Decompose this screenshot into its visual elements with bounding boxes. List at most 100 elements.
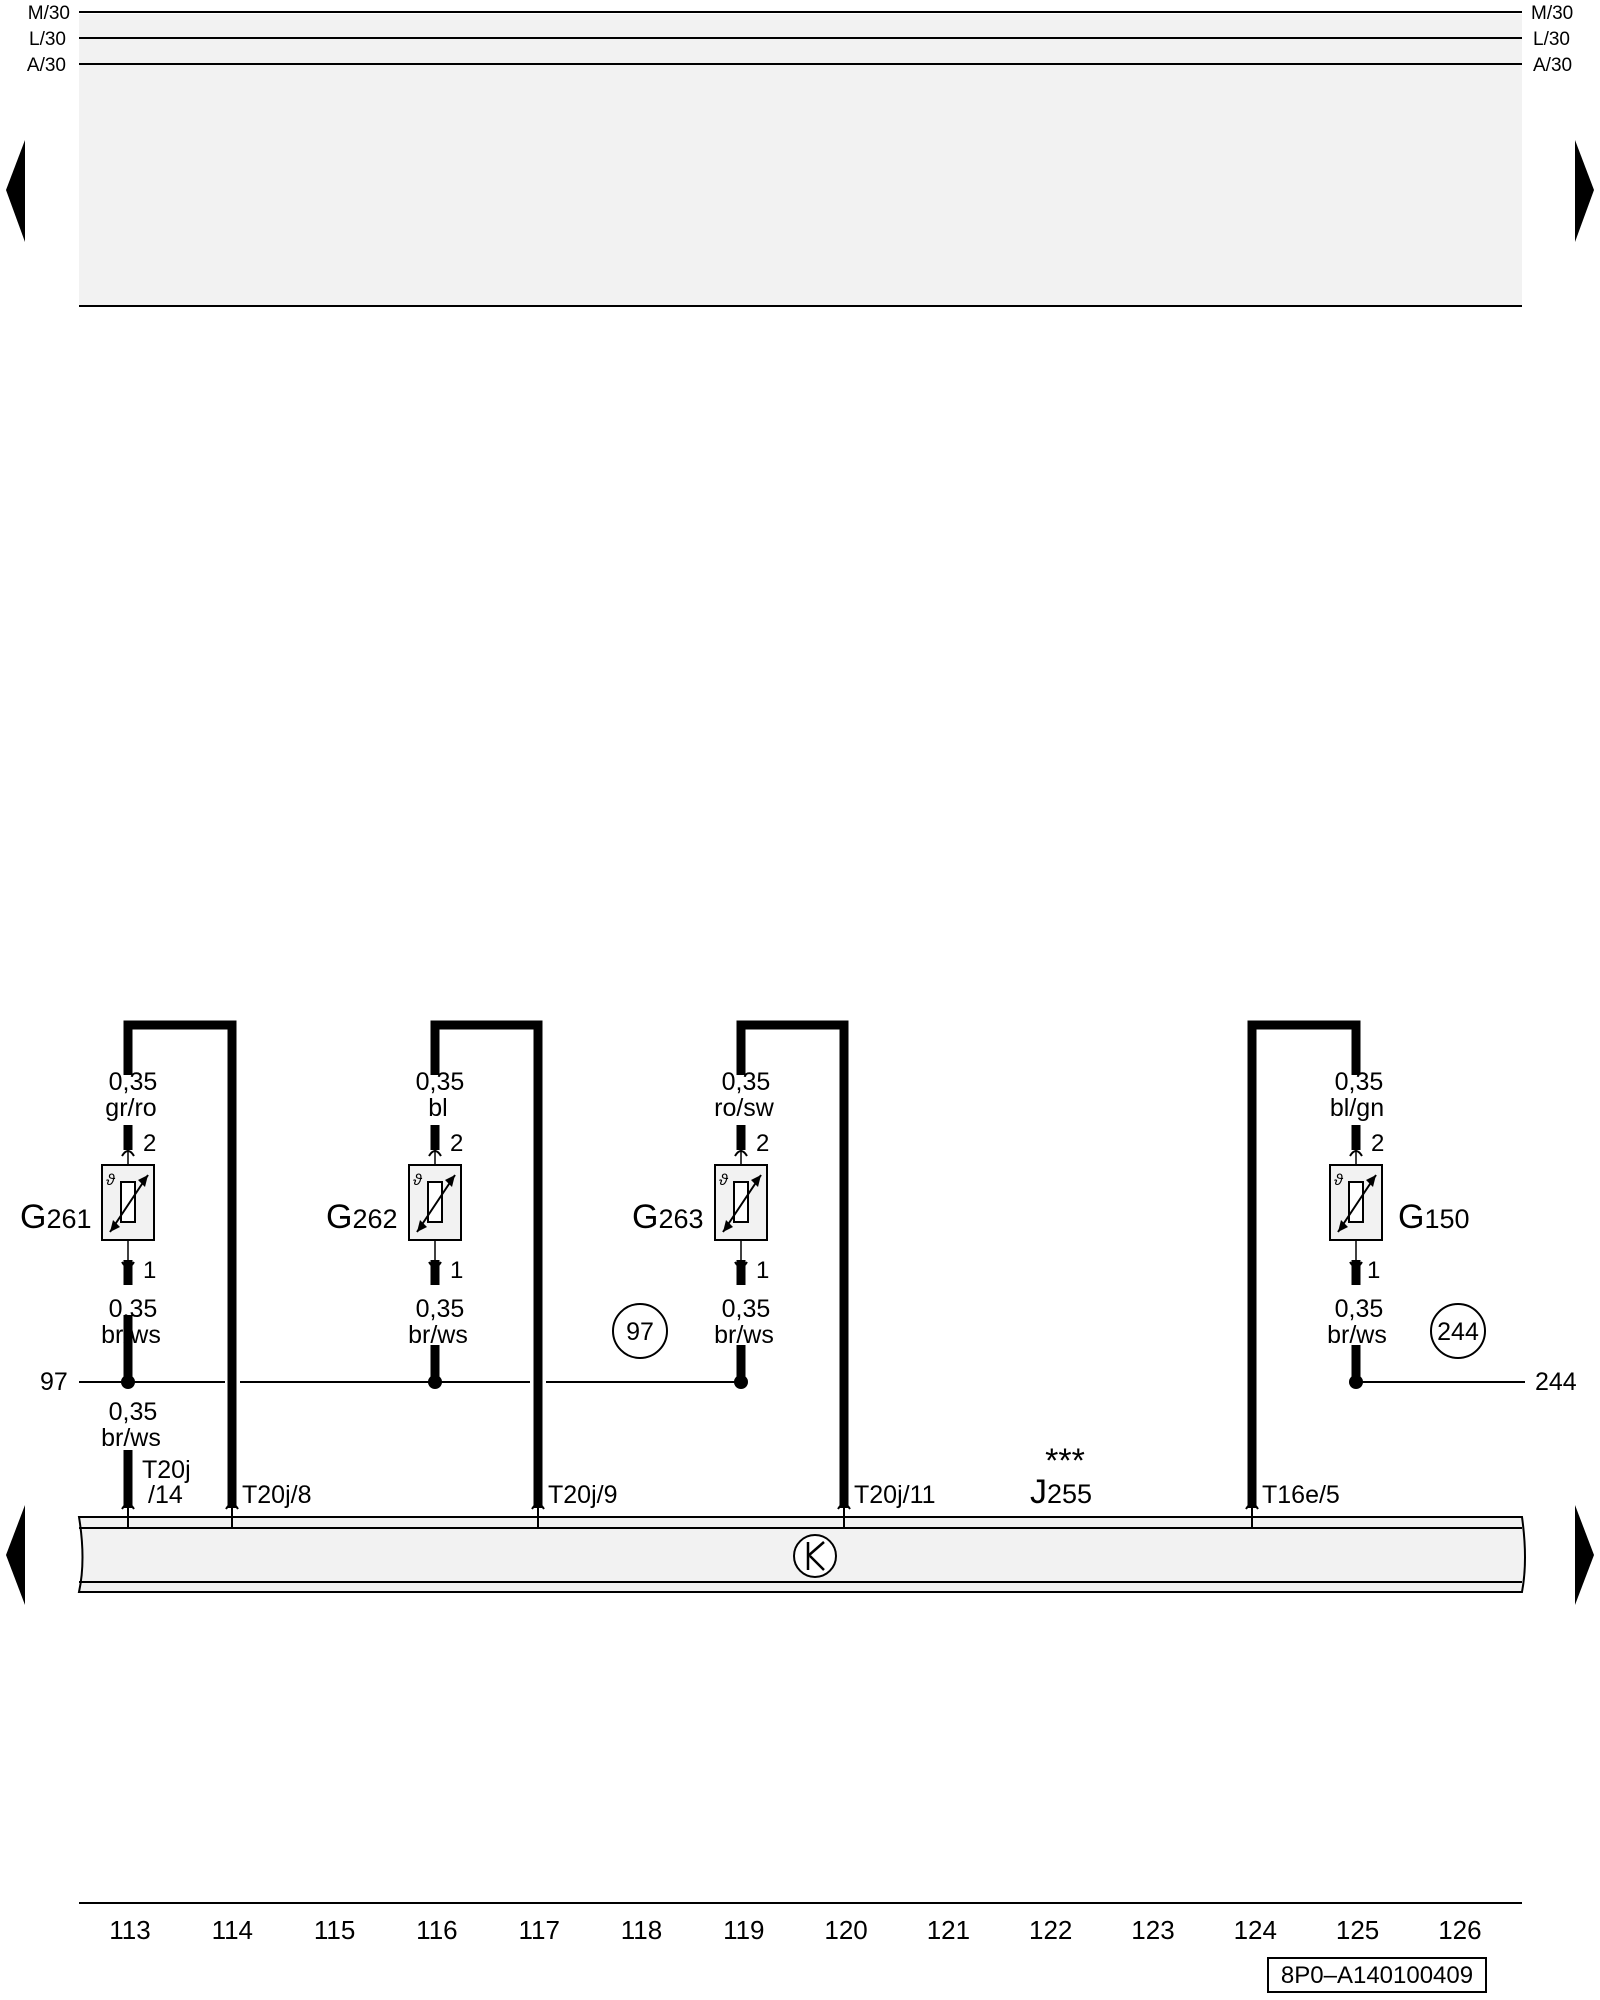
rail-panel [79, 14, 1522, 306]
g261-pin-bottom: 1 [143, 1257, 156, 1284]
arrow-head [138, 1175, 148, 1187]
rail-label-right-3: A/30 [1533, 55, 1572, 76]
junction-dot [1349, 1375, 1363, 1389]
g262-wire-bottom-size: 0,35 [416, 1295, 465, 1323]
temperature-icon: ϑ [1334, 1172, 1344, 1189]
junction-dot [428, 1375, 442, 1389]
prev-page-arrow-bottom-icon[interactable] [6, 1505, 25, 1605]
g150-label-number: 150 [1424, 1204, 1469, 1234]
resistor-icon [1348, 1181, 1364, 1223]
j255-label-number: 255 [1047, 1479, 1092, 1509]
sensor-g150-symbol[interactable]: ϑ [1329, 1150, 1383, 1260]
track-number: 121 [927, 1915, 970, 1945]
g263-wire-bottom-size: 0,35 [722, 1295, 771, 1323]
g261-wire-top-color: gr/ro [105, 1094, 156, 1122]
rail-label-left-2: L/30 [29, 29, 66, 50]
track-number: 124 [1234, 1915, 1277, 1945]
g261-wire-bottom-color: br/ws [101, 1321, 161, 1349]
track-number: 114 [212, 1915, 253, 1945]
track-number: 123 [1131, 1915, 1174, 1945]
temperature-icon: ϑ [413, 1172, 423, 1189]
g150-wire-bottom-size: 0,35 [1335, 1295, 1384, 1323]
ref-left: 97 [40, 1368, 68, 1396]
g150-label: G150 [1398, 1198, 1470, 1236]
g262-label-number: 262 [352, 1204, 397, 1234]
rail-label-right-1: M/30 [1531, 3, 1573, 24]
g261-label-name: G [20, 1198, 46, 1236]
sensor-g263-symbol[interactable]: ϑ [714, 1150, 768, 1260]
g263-label-name: G [632, 1198, 658, 1236]
g261-label: G261 [20, 1198, 92, 1236]
track-number: 126 [1438, 1915, 1481, 1945]
g261-label-number: 261 [46, 1204, 91, 1234]
ground-k-arm-up [807, 1541, 825, 1557]
wire-g263-signal [736, 1020, 849, 1508]
rail-label-left-3: A/30 [27, 55, 66, 76]
ground-k-circle [793, 1534, 837, 1578]
track-number: 120 [824, 1915, 867, 1945]
doc-ref: 8P0–A140100409 [1281, 1962, 1473, 1989]
wire-g150-signal [1247, 1020, 1361, 1508]
variable-arrow [416, 1174, 456, 1233]
junction-dot [121, 1375, 135, 1389]
ref-circle-97[interactable] [612, 1303, 668, 1359]
track-number: 113 [109, 1915, 150, 1945]
temperature-icon: ϑ [106, 1172, 116, 1189]
doc-ref-box [1267, 1957, 1487, 1993]
g150-label-name: G [1398, 1198, 1424, 1236]
ref-circle-244-label: 244 [1437, 1318, 1479, 1346]
g261-wire-top-size: 0,35 [109, 1068, 158, 1096]
wire-g261-signal [123, 1020, 237, 1508]
rail-label-left-1: M/30 [28, 3, 70, 24]
track-number: 118 [621, 1915, 662, 1945]
sensor-g261-symbol[interactable]: ϑ [101, 1150, 155, 1260]
connector-t20j-11: T20j/11 [854, 1481, 936, 1509]
track-number: 125 [1336, 1915, 1379, 1945]
g150-wire-top-color: bl/gn [1330, 1094, 1384, 1122]
g150-pin-top: 2 [1371, 1130, 1384, 1157]
g262-wire-top-color: bl [428, 1094, 447, 1122]
ref-circle-244[interactable] [1430, 1303, 1486, 1359]
g261-pin-top: 2 [143, 1130, 156, 1157]
g262-wire-bottom-color: br/ws [408, 1321, 468, 1349]
arrow-head [445, 1175, 455, 1187]
connector-pins [121, 1503, 1259, 1528]
sensor-g262-symbol[interactable]: ϑ [408, 1150, 462, 1260]
variable-arrow [109, 1174, 149, 1233]
next-page-arrow-bottom-icon[interactable] [1575, 1505, 1594, 1605]
junction-dot [734, 1375, 748, 1389]
pin-arcs [121, 1150, 1363, 1268]
prev-page-arrow-icon[interactable] [6, 140, 25, 242]
j255-label: J255 [1030, 1473, 1092, 1511]
g262-pin-bottom: 1 [450, 1257, 463, 1284]
ground-k-icon [793, 1534, 837, 1578]
connector-t20j-8: T20j/8 [242, 1481, 311, 1509]
g150-pin-bottom: 1 [1367, 1257, 1380, 1284]
variable-arrow [1337, 1174, 1377, 1233]
arrow-head [110, 1220, 120, 1232]
resistor-icon [427, 1181, 443, 1223]
g262-label-name: G [326, 1198, 352, 1236]
connector-t20j-9: T20j/9 [548, 1481, 617, 1509]
arrow-head [751, 1175, 761, 1187]
g263-pin-top: 2 [756, 1130, 769, 1157]
connector-t20j-14-line2: /14 [148, 1481, 183, 1509]
track-number: 115 [314, 1915, 355, 1945]
connector-t16e-5: T16e/5 [1262, 1481, 1340, 1509]
g262-wire-top-size: 0,35 [416, 1068, 465, 1096]
track-number: 119 [723, 1915, 764, 1945]
wire-g262-signal [430, 1020, 543, 1508]
connector-t20j-14-line1: T20j [142, 1456, 191, 1484]
g263-label: G263 [632, 1198, 704, 1236]
ref-circle-97-label: 97 [626, 1318, 654, 1346]
g263-wire-bottom-color: br/ws [714, 1321, 774, 1349]
g262-pin-top: 2 [450, 1130, 463, 1157]
arrow-head [1338, 1220, 1348, 1232]
arrow-head [723, 1220, 733, 1232]
next-page-arrow-icon[interactable] [1575, 140, 1594, 242]
arrow-head [1366, 1175, 1376, 1187]
g262-label: G262 [326, 1198, 398, 1236]
rail-label-right-2: L/30 [1533, 29, 1570, 50]
g263-wire-top-size: 0,35 [722, 1068, 771, 1096]
